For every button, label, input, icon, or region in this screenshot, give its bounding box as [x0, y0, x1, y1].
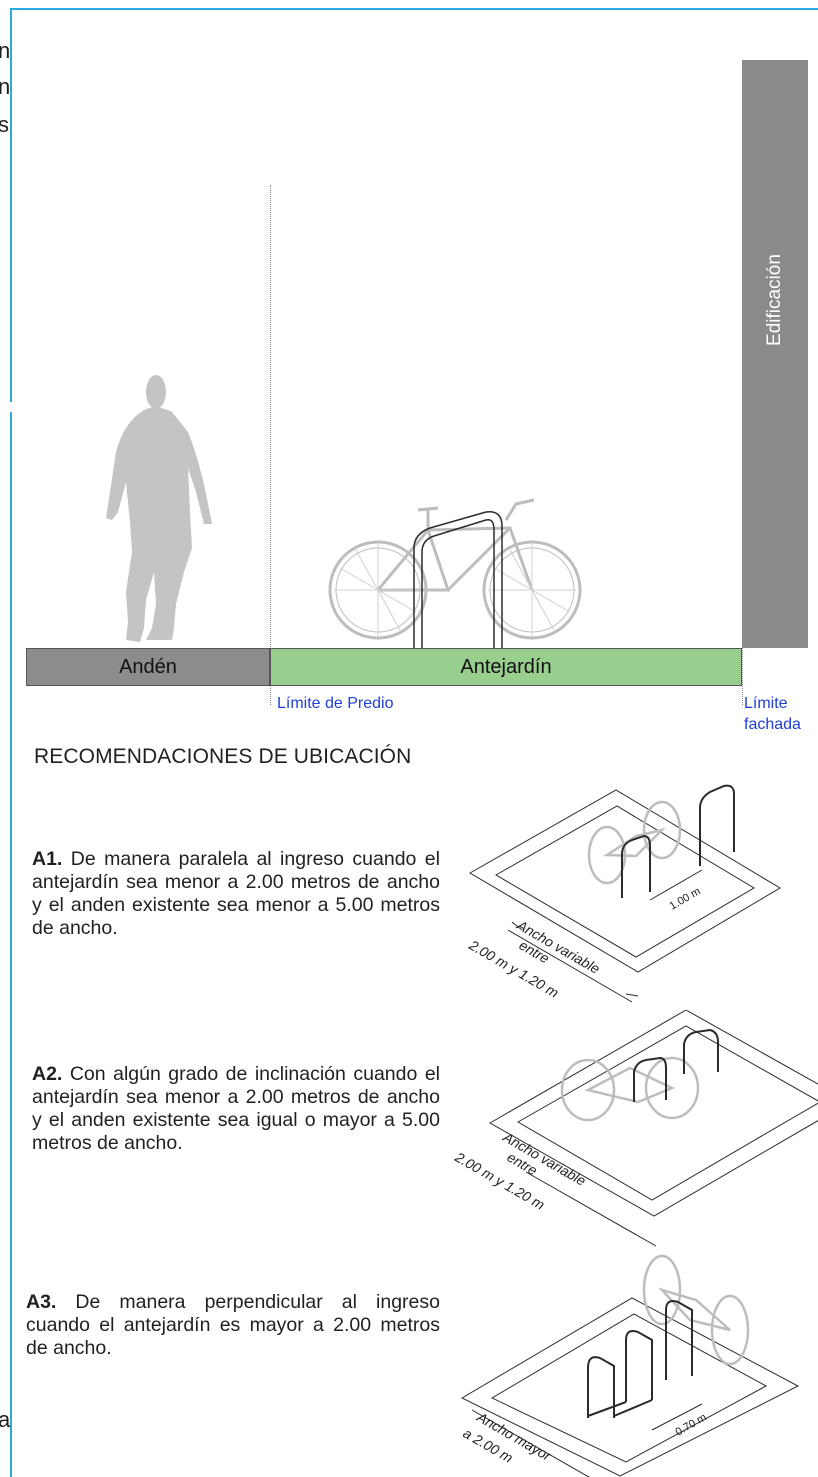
a3-dimension-label: 0.70 m	[674, 1411, 709, 1438]
recommendation-text: De manera perpendicular al ingreso cuand…	[26, 1291, 440, 1359]
recommendations-heading: RECOMENDACIONES DE UBICACIÓN	[34, 745, 412, 768]
recommendation-a1: A1. De manera paralela al ingreso cuando…	[32, 848, 440, 940]
bicycle-with-rack-icon	[328, 498, 582, 648]
facade-limit-line	[742, 185, 743, 705]
lot-limit-line	[270, 185, 271, 705]
sidewalk-bar: Andén	[26, 648, 270, 686]
margin-fragment: n	[0, 38, 11, 63]
building-block: Edificación	[742, 60, 808, 648]
facade-limit-label: Límite	[744, 695, 788, 712]
lot-limit-label: Límite de Predio	[277, 695, 394, 712]
a2-placement-illustration: Ancho variable entre 2.00 m y 1.20 m	[452, 1010, 818, 1247]
margin-fragment: n	[0, 74, 11, 99]
recommendation-text: De manera paralela al ingreso cuando el …	[32, 848, 440, 939]
pedestrian-silhouette-icon	[106, 375, 212, 642]
frame-left-border	[10, 412, 12, 1477]
recommendation-text: Con algún grado de inclinación cuando el…	[32, 1063, 440, 1154]
a1-placement-illustration: 1.00 m Ancho variable entre 2.00 m y 1.2…	[466, 784, 781, 1003]
facade-limit-label: fachada	[744, 716, 801, 733]
front-garden-bar: Antejardín	[270, 648, 742, 686]
a3-placement-illustration: 0.70 m Ancho mayor a 2.00 m	[461, 1254, 800, 1477]
sidewalk-label: Andén	[119, 655, 177, 678]
a1-dimension-label: 1.00 m	[668, 885, 703, 912]
frame-top-border	[10, 8, 818, 10]
front-garden-label: Antejardín	[460, 655, 552, 678]
recommendation-a2: A2. Con algún grado de inclinación cuand…	[32, 1063, 440, 1155]
recommendation-code: A2.	[32, 1063, 63, 1085]
margin-fragment: s	[0, 112, 9, 137]
recommendation-code: A1.	[32, 848, 63, 870]
recommendation-a3: A3. De manera perpendicular al ingreso c…	[26, 1291, 440, 1360]
building-label: Edificación	[764, 254, 785, 346]
margin-fragment: a	[0, 1407, 11, 1432]
frame-left-border	[10, 8, 12, 402]
recommendation-code: A3.	[26, 1291, 57, 1313]
